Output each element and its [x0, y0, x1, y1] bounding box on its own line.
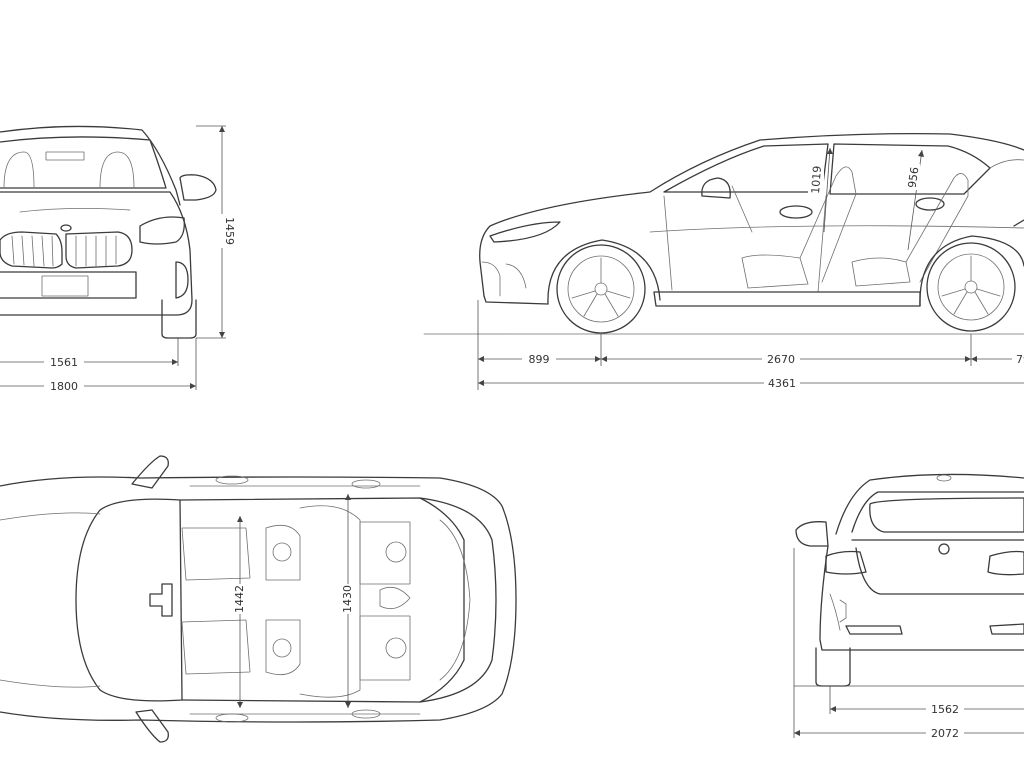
wheelbase-label: 2670 — [767, 353, 795, 366]
front-shoulder-label: 1442 — [233, 585, 246, 613]
front-width-label: 1800 — [50, 380, 78, 393]
side-view: 1019 956 899 2670 79 4361 — [423, 132, 1024, 390]
front-track-label: 1561 — [50, 356, 78, 369]
front-overhang-label: 899 — [529, 353, 550, 366]
rear-shoulder-label: 1430 — [341, 585, 354, 613]
front-view: 1459 1561 1800 — [0, 125, 236, 393]
rear-track-label: 1562 — [931, 703, 959, 716]
rear-overhang-label: 79 — [1016, 353, 1024, 366]
front-height-label: 1459 — [223, 217, 236, 245]
rear-view: 1562 2072 — [793, 473, 1024, 740]
rear-headroom-label: 956 — [906, 166, 922, 189]
front-headroom-label: 1019 — [809, 165, 824, 194]
length-label: 4361 — [768, 377, 796, 390]
top-view: 1442 1430 — [0, 455, 517, 743]
rear-width-label: 2072 — [931, 727, 959, 740]
